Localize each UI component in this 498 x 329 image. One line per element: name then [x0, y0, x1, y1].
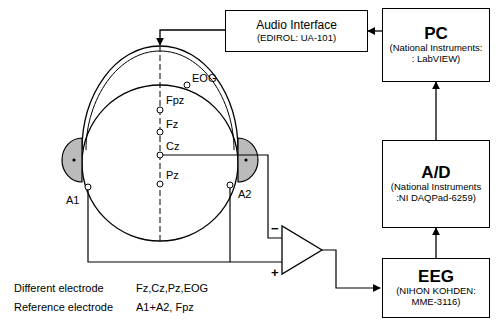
- box-title: A/D: [421, 164, 450, 183]
- pc-box: PC(National Instruments: : LabVIEW): [382, 8, 490, 82]
- input-sign: −: [271, 222, 279, 235]
- audio-interface-box: Audio Interface(EDIROL: UA-101): [225, 10, 368, 52]
- signal-arrow: [368, 30, 382, 31]
- eeg-box: EEG(NIHON KOHDEN: MME-3116): [382, 258, 490, 318]
- box-subtitle: (NIHON KOHDEN: MME-3116): [387, 286, 485, 308]
- signal-wire: [160, 155, 282, 238]
- ear-cup: [238, 138, 258, 182]
- amp-output-wire: [322, 250, 380, 288]
- box-subtitle: (National Instruments :NI DAQPad-6259): [387, 182, 485, 204]
- headband: [82, 46, 238, 150]
- box-title: Audio Interface: [256, 18, 337, 32]
- legend-note: Different electrode: [14, 283, 104, 294]
- ear-cup: [62, 138, 82, 182]
- box-title: PC: [424, 25, 448, 44]
- electrode-label: Cz: [166, 141, 179, 152]
- electrode-label: Fpz: [166, 95, 184, 106]
- legend-note: Fz,Cz,Pz,EOG: [136, 283, 208, 294]
- electrode-label: Fz: [166, 119, 178, 130]
- legend-note: A1+A2, Fpz: [136, 302, 194, 313]
- audio-wire: [160, 30, 225, 45]
- legend-note: Reference electrode: [14, 302, 113, 313]
- electrode-label: EOG: [192, 73, 216, 84]
- reference-wire: [229, 188, 230, 262]
- box-subtitle: (EDIROL: UA-101): [257, 33, 336, 44]
- box-title: EEG: [418, 268, 454, 287]
- signal-arrow: [435, 82, 436, 140]
- ad-converter-box: A/D(National Instruments :NI DAQPad-6259…: [382, 140, 490, 228]
- electrode-label: A1: [66, 195, 79, 206]
- box-subtitle: (National Instruments: : LabVIEW): [387, 43, 485, 65]
- midline: [160, 46, 161, 241]
- signal-arrow: [435, 228, 436, 258]
- reference-wire: [88, 190, 282, 262]
- electrodes: [85, 82, 233, 190]
- input-sign: +: [271, 266, 279, 279]
- electrode-label: A2: [238, 189, 251, 200]
- amplifier-symbol: [282, 226, 322, 274]
- electrode-label: Pz: [166, 170, 179, 181]
